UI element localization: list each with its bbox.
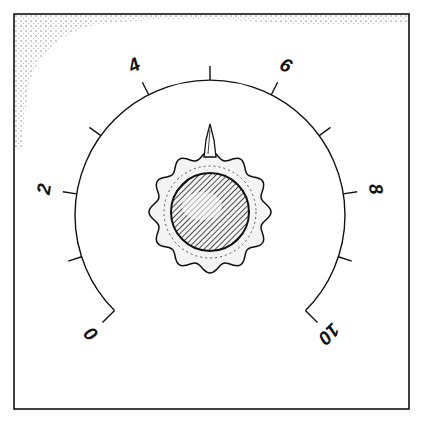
scale-tick (305, 310, 317, 322)
scale-tick (338, 257, 351, 261)
scale-number: 4 (125, 54, 143, 76)
scale-number: 6 (277, 54, 295, 76)
scale-number: 2 (34, 182, 54, 195)
scale-tick (89, 127, 100, 135)
scale-number: 0 (81, 323, 102, 344)
scale-tick (68, 257, 81, 261)
scale-tick (271, 82, 277, 94)
knob-highlight (182, 192, 222, 220)
scale-tick (63, 192, 77, 194)
scale-number: 8 (366, 182, 386, 195)
panel-frame (14, 14, 409, 409)
scale-number: 10 (315, 320, 343, 348)
scale-tick (343, 192, 357, 194)
pointer-shade (208, 130, 210, 154)
scale-ticks (63, 66, 357, 322)
scale-tick (319, 127, 330, 135)
scale-tick (209, 66, 210, 80)
knob-cap (171, 173, 249, 251)
scale-arc (75, 80, 345, 310)
knob-body (149, 151, 271, 273)
scale-tick (142, 82, 148, 94)
knob (149, 124, 271, 273)
scale-tick (103, 310, 115, 322)
knob-ring (164, 166, 256, 258)
knob-pointer (204, 124, 216, 157)
